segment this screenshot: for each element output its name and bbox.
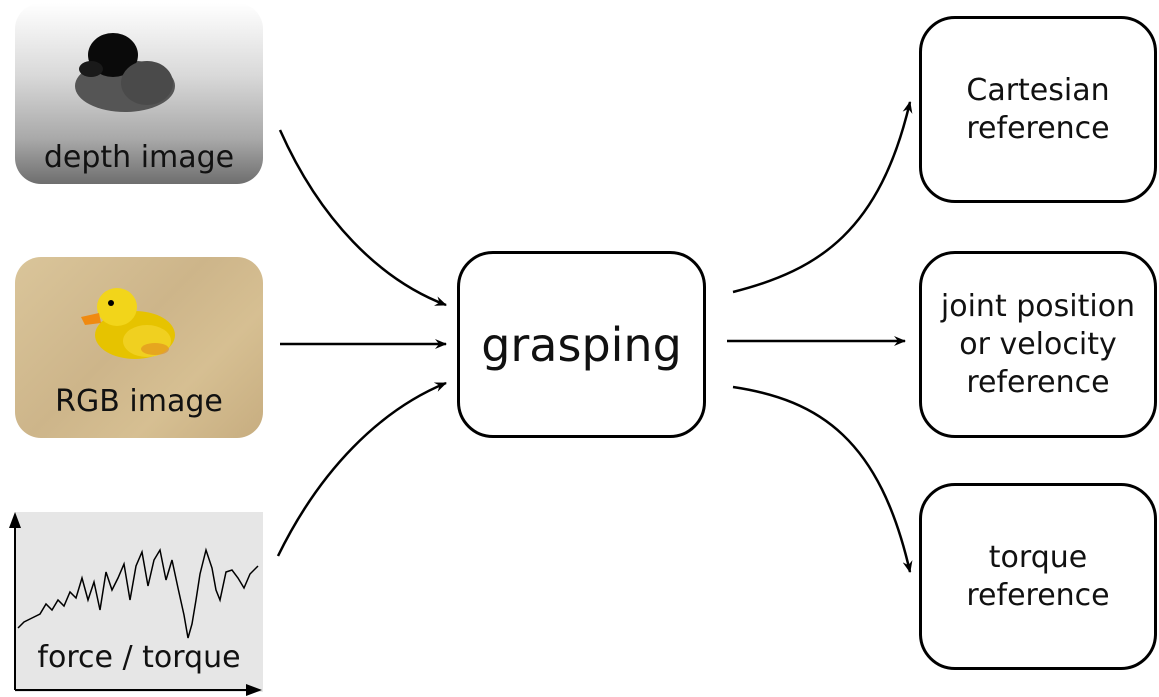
duck-rgb-icon (81, 288, 175, 359)
rgb-image-label: RGB image (55, 384, 223, 419)
joint-reference-box: joint position or velocity reference (919, 251, 1157, 438)
duck-depth-icon (75, 33, 175, 112)
grasping-box: grasping (457, 251, 706, 438)
arrow-force-to-grasping (276, 381, 447, 557)
torque-reference-box: torque reference (919, 483, 1157, 670)
arrow-grasping-to-torque (732, 385, 913, 573)
force-torque-plot-icon (9, 512, 262, 696)
rgb-image-tile: RGB image (15, 257, 263, 438)
arrow-grasping-to-cartesian (732, 101, 913, 294)
force-torque-label: force / torque (37, 640, 241, 675)
depth-image-tile: depth image (15, 3, 263, 184)
arrow-depth-to-grasping (278, 129, 447, 307)
cartesian-reference-box: Cartesian reference (919, 16, 1157, 203)
depth-image-label: depth image (43, 140, 235, 175)
